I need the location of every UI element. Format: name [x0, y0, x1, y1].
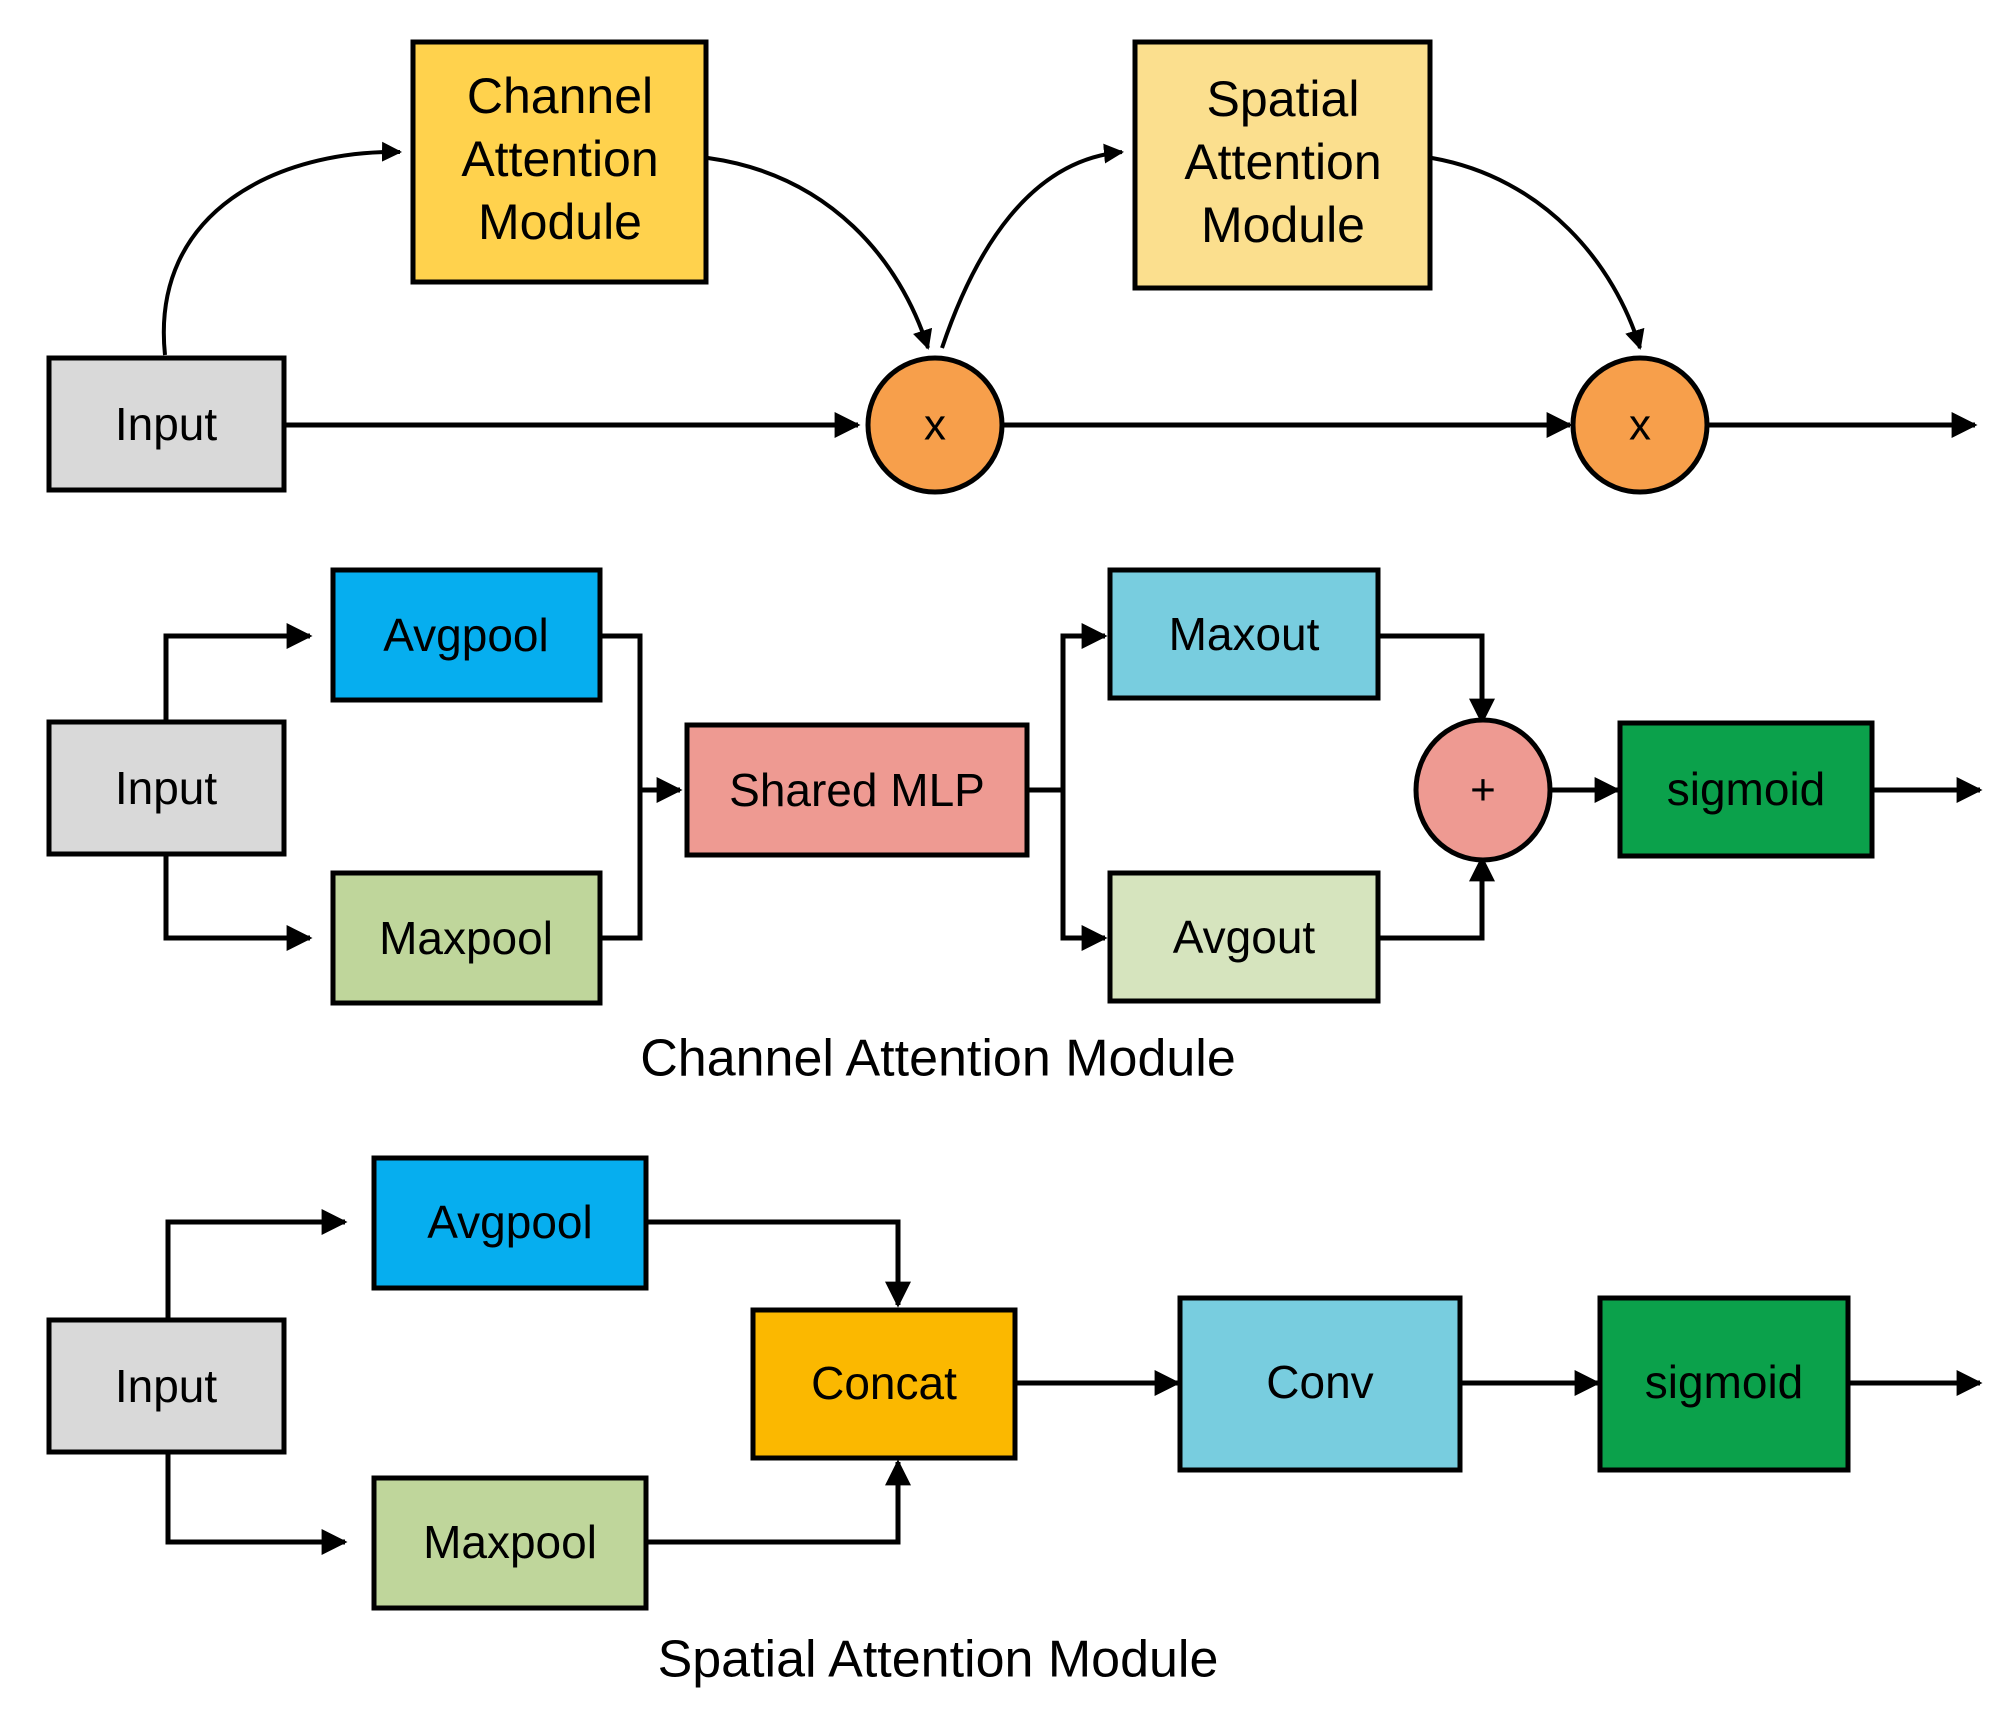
sa-concat-box — [750, 1307, 1018, 1461]
overview-input-box — [46, 355, 287, 493]
overview-multiply-label-1: x — [924, 401, 946, 450]
ca-avgout-box — [1107, 870, 1381, 1004]
overview-channel-module-label-line1: Channel — [467, 68, 653, 124]
ca-add-circle — [1413, 717, 1553, 863]
sa-conv-label: Conv — [1266, 1356, 1373, 1408]
edge-sa-input-to-avgpool — [165, 1209, 348, 1320]
edge-ca-mlp-to-maxout — [1027, 623, 1108, 793]
sa-maxpool-label: Maxpool — [423, 1516, 597, 1568]
sa-maxpool-box — [371, 1475, 649, 1611]
overview-multiply-circle-1 — [865, 355, 1005, 495]
edge-ca-input-to-avgpool — [163, 623, 313, 722]
edge-sa-input-to-maxpool — [165, 1452, 348, 1555]
ca-add-label: + — [1470, 766, 1496, 815]
overview-spatial-module-label-line3: Module — [1201, 197, 1365, 253]
overview-multiply-label-2: x — [1629, 401, 1651, 450]
edge-channel-module-to-multiply1 — [707, 156, 933, 350]
ca-shared-mlp-box — [684, 722, 1030, 858]
sa-avgpool-box — [371, 1155, 649, 1291]
ca-input-box — [46, 719, 287, 857]
edge-ca-mlp-to-avgout — [1060, 790, 1108, 951]
overview-spatial-attention-module-box — [1132, 39, 1433, 291]
sa-input-box — [46, 1317, 287, 1455]
ca-avgpool-label: Avgpool — [383, 609, 548, 661]
ca-maxpool-box — [330, 870, 603, 1006]
overview-spatial-module-label-line1: Spatial — [1207, 71, 1360, 127]
ca-maxout-box — [1107, 567, 1381, 701]
ca-sigmoid-box — [1617, 720, 1875, 859]
ca-avgout-label: Avgout — [1173, 911, 1316, 963]
edge-multiply1-to-spatial-module — [940, 143, 1124, 349]
overview-multiply-circle-2 — [1570, 355, 1710, 495]
overview-spatial-module-label-line2: Attention — [1184, 134, 1381, 190]
edge-ca-maxpool-to-mlp — [600, 790, 643, 941]
edge-spatial-module-to-multiply2 — [1431, 156, 1645, 350]
edge-ca-avgpool-to-mlp — [600, 633, 683, 803]
overview-channel-module-label-line3: Module — [478, 194, 642, 250]
channel-attention-caption: Channel Attention Module — [640, 1030, 1236, 1088]
ca-input-label: Input — [115, 762, 218, 814]
sa-conv-box — [1177, 1295, 1463, 1473]
overview-channel-module-label-line2: Attention — [461, 131, 658, 187]
sa-input-label: Input — [115, 1360, 218, 1412]
ca-maxout-label: Maxout — [1169, 608, 1320, 660]
overview-input-label: Input — [115, 398, 218, 450]
overview-channel-attention-module-box — [410, 39, 709, 285]
edge-ca-avgout-to-add — [1378, 855, 1495, 941]
sa-sigmoid-label: sigmoid — [1645, 1356, 1804, 1408]
ca-avgpool-box — [330, 567, 603, 703]
ca-sigmoid-label: sigmoid — [1667, 763, 1826, 815]
sa-concat-label: Concat — [811, 1357, 957, 1409]
ca-maxpool-label: Maxpool — [379, 912, 553, 964]
edge-ca-input-to-maxpool — [163, 852, 313, 951]
spatial-attention-caption: Spatial Attention Module — [658, 1631, 1219, 1689]
edge-input-to-channel-module — [161, 141, 402, 356]
sa-sigmoid-box — [1597, 1295, 1851, 1473]
sa-avgpool-label: Avgpool — [427, 1196, 592, 1248]
ca-shared-mlp-label: Shared MLP — [729, 764, 985, 816]
edge-ca-maxout-to-add — [1378, 633, 1495, 725]
